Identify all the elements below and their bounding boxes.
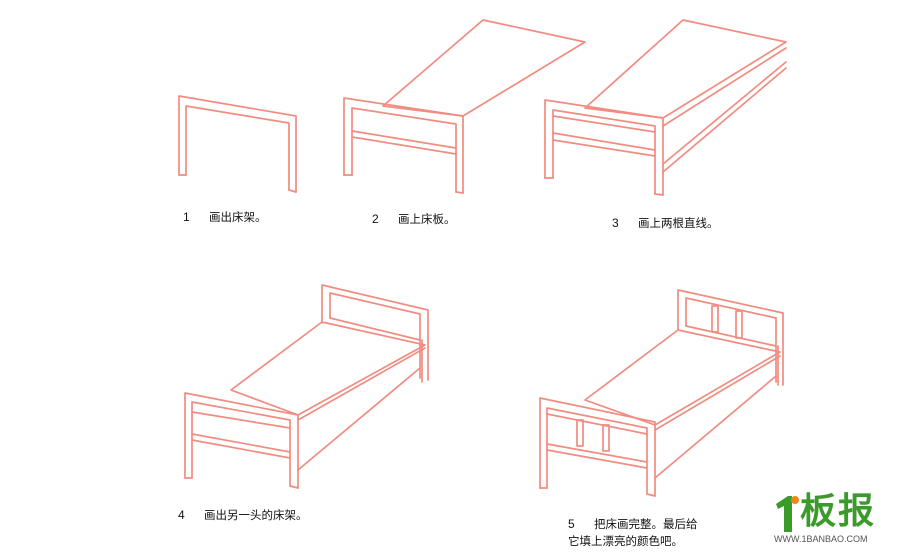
step-text: 画上床板。 <box>398 212 456 226</box>
step-3-caption: 3 画上两根直线。 <box>612 215 719 232</box>
step-number: 2 <box>372 212 379 226</box>
step-text: 画上两根直线。 <box>638 216 719 230</box>
step-1-caption: 1 画出床架。 <box>183 209 267 226</box>
site-logo: 板报 WWW.1BANBAO.COM <box>770 488 896 550</box>
step-2-caption: 2 画上床板。 <box>372 211 456 228</box>
step-text: 画出床架。 <box>209 210 267 224</box>
logo-one-mark-icon <box>776 496 799 532</box>
step-5-caption: 5 把床画完整。最后给 它填上漂亮的颜色吧。 <box>568 516 698 550</box>
step-number: 3 <box>612 216 619 230</box>
logo-url: WWW.1BANBAO.COM <box>774 534 868 544</box>
step-number: 1 <box>183 210 190 224</box>
step-4-caption: 4 画出另一头的床架。 <box>178 507 308 524</box>
step-number: 5 <box>568 517 575 531</box>
step-number: 4 <box>178 508 185 522</box>
step-text: 画出另一头的床架。 <box>204 508 308 522</box>
step-text-line1: 把床画完整。最后给 <box>594 517 698 531</box>
step-text-line2: 它填上漂亮的颜色吧。 <box>568 534 683 548</box>
logo-text: 板报 <box>800 491 877 532</box>
